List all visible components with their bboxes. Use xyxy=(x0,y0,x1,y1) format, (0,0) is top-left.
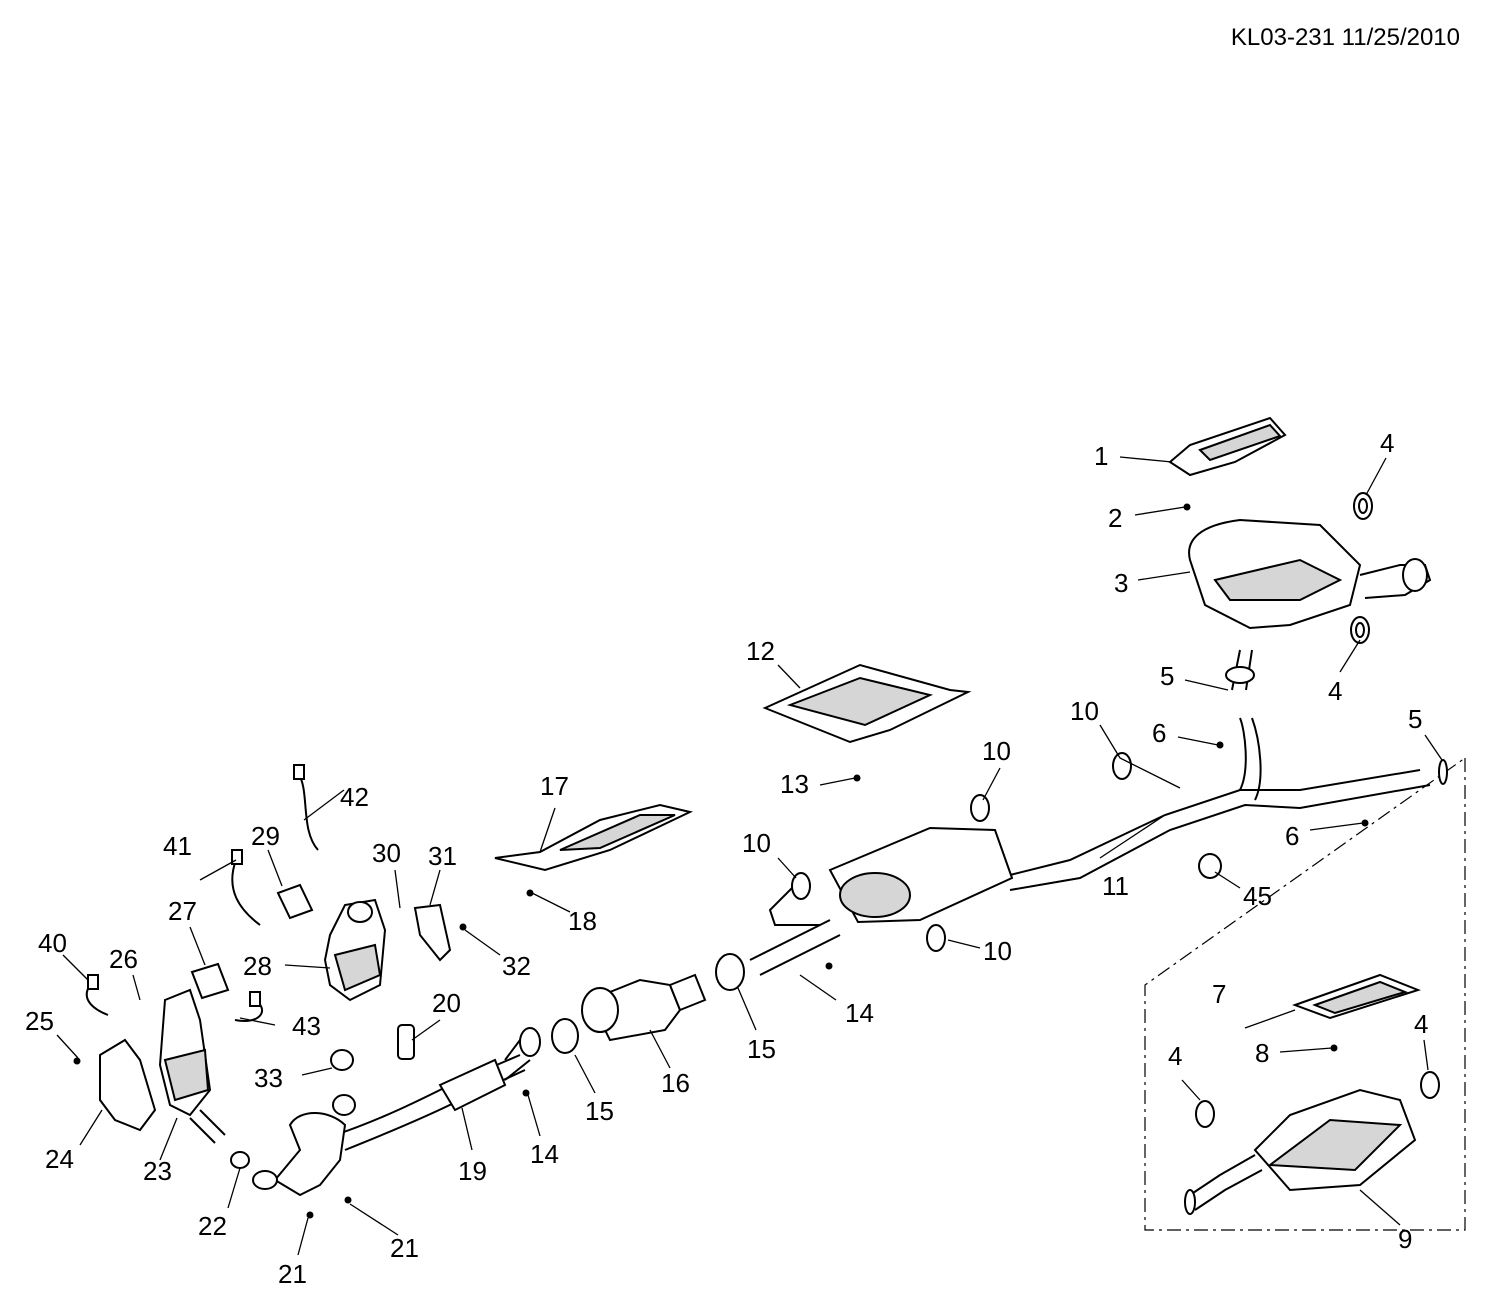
part-20-hanger[interactable] xyxy=(397,1024,415,1060)
callout-7: 7 xyxy=(1212,979,1226,1009)
part-9-rear-muffler[interactable] xyxy=(1184,1088,1417,1215)
callout-4: 4 xyxy=(1414,1009,1428,1039)
part-22-gasket[interactable] xyxy=(230,1151,250,1169)
callout-14: 14 xyxy=(530,1139,559,1169)
callout-13: 13 xyxy=(780,769,809,799)
callout-31: 31 xyxy=(428,841,457,871)
part-4-insulator-inset-right[interactable] xyxy=(1420,1071,1440,1099)
part-33-gasket[interactable] xyxy=(330,1049,356,1116)
callout-17: 17 xyxy=(540,771,569,801)
leader-lines xyxy=(56,456,1443,1256)
part-15-gasket-front[interactable] xyxy=(551,1018,579,1054)
callout-8: 8 xyxy=(1255,1038,1269,1068)
part-19-resonator[interactable] xyxy=(438,1027,541,1112)
part-16-converter[interactable] xyxy=(581,973,707,1042)
callout-11: 11 xyxy=(1102,871,1129,901)
part-41-oxygen-sensor[interactable] xyxy=(231,849,261,926)
callout-45: 45 xyxy=(1243,881,1272,911)
part-40-oxygen-sensor[interactable] xyxy=(85,974,109,1016)
callout-labels: 1 2 3 4 4 5 6 5 6 10 10 11 45 12 13 17 1… xyxy=(25,428,1428,1289)
callout-6: 6 xyxy=(1152,718,1166,748)
callout-33: 33 xyxy=(254,1063,283,1093)
callout-42: 42 xyxy=(340,782,369,812)
callout-2: 2 xyxy=(1108,503,1122,533)
callout-10: 10 xyxy=(983,936,1012,966)
part-43-oxygen-sensor[interactable] xyxy=(234,991,263,1022)
part-1-heat-shield[interactable] xyxy=(1168,416,1287,477)
callout-30: 30 xyxy=(372,838,401,868)
callout-32: 32 xyxy=(502,951,531,981)
callout-10: 10 xyxy=(742,828,771,858)
callout-24: 24 xyxy=(45,1144,74,1174)
callout-4: 4 xyxy=(1380,428,1394,458)
callout-12: 12 xyxy=(746,636,775,666)
callout-20: 20 xyxy=(432,988,461,1018)
part-21-front-pipe[interactable] xyxy=(252,1112,347,1197)
part-15-gasket-center[interactable] xyxy=(715,953,745,991)
callout-27: 27 xyxy=(168,896,197,926)
callout-43: 43 xyxy=(292,1011,321,1041)
callout-29: 29 xyxy=(251,821,280,851)
callout-9: 9 xyxy=(1398,1224,1412,1254)
callout-21: 21 xyxy=(390,1233,419,1263)
part-7-heat-shield[interactable] xyxy=(1292,973,1421,1020)
callout-5: 5 xyxy=(1408,704,1422,734)
part-4-insulator-inset-left[interactable] xyxy=(1195,1100,1215,1128)
part-23-manifold-converter[interactable] xyxy=(158,988,226,1144)
callout-15: 15 xyxy=(585,1096,614,1126)
part-4-insulator-rear-upper[interactable] xyxy=(1353,492,1373,520)
part-3-rear-muffler[interactable] xyxy=(1188,518,1432,630)
callout-19: 19 xyxy=(458,1156,487,1186)
callout-18: 18 xyxy=(568,906,597,936)
callout-41: 41 xyxy=(163,831,192,861)
callout-14: 14 xyxy=(845,998,874,1028)
callout-28: 28 xyxy=(243,951,272,981)
part-28-manifold-converter[interactable] xyxy=(323,898,387,1002)
callout-21: 21 xyxy=(278,1259,307,1289)
part-5-gasket-upper[interactable] xyxy=(1225,666,1255,684)
callout-10: 10 xyxy=(982,736,1011,766)
part-42-oxygen-sensor[interactable] xyxy=(293,764,319,851)
part-29-gasket[interactable] xyxy=(276,883,314,920)
part-12-heat-shield[interactable] xyxy=(762,663,972,744)
part-27-gasket[interactable] xyxy=(190,962,230,1000)
callout-4: 4 xyxy=(1168,1041,1182,1071)
part-17-heat-shield[interactable] xyxy=(494,803,694,872)
part-10-insulator-d[interactable] xyxy=(926,924,946,952)
callout-26: 26 xyxy=(109,944,138,974)
part-10-insulator-b[interactable] xyxy=(1112,752,1132,780)
inset-frame xyxy=(1144,757,1466,1231)
callout-25: 25 xyxy=(25,1006,54,1036)
part-5-gasket-right[interactable] xyxy=(1438,759,1448,785)
callout-6: 6 xyxy=(1285,821,1299,851)
callout-1: 1 xyxy=(1094,441,1108,471)
fastener-dots xyxy=(73,503,1369,1219)
document-id: KL03-231 11/25/2010 xyxy=(1230,24,1460,51)
callout-23: 23 xyxy=(143,1156,172,1186)
part-24-heat-shield[interactable] xyxy=(99,1038,157,1132)
part-10-insulator-a[interactable] xyxy=(970,794,990,822)
part-4-insulator-rear-lower[interactable] xyxy=(1350,616,1370,644)
callout-3: 3 xyxy=(1114,568,1128,598)
callout-5: 5 xyxy=(1160,661,1174,691)
callout-22: 22 xyxy=(198,1211,227,1241)
callout-15: 15 xyxy=(747,1034,776,1064)
callout-40: 40 xyxy=(38,928,67,958)
part-31-bracket[interactable] xyxy=(413,903,452,962)
part-10-insulator-c[interactable] xyxy=(791,872,811,900)
callout-16: 16 xyxy=(661,1068,690,1098)
part-11-intermediate-pipe-muffler[interactable] xyxy=(768,826,1014,926)
callout-4: 4 xyxy=(1328,676,1342,706)
callout-10: 10 xyxy=(1070,696,1099,726)
